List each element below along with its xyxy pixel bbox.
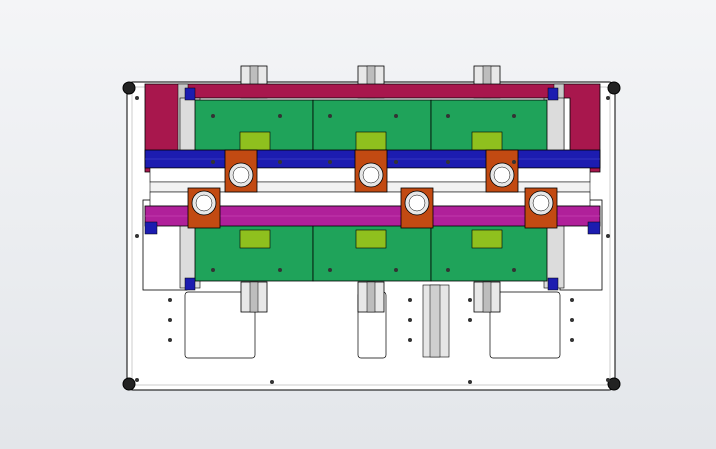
screw-hole <box>394 114 398 118</box>
screw-hole <box>570 338 574 342</box>
upper-sensor-blocks <box>239 131 503 155</box>
corner-feet <box>122 81 621 391</box>
screw-hole <box>408 318 412 322</box>
screw-hole <box>135 96 139 100</box>
screw-hole <box>408 338 412 342</box>
screw-hole <box>606 234 610 238</box>
screw-hole <box>606 96 610 100</box>
upper-clamp-blocks[interactable] <box>224 149 519 193</box>
screw-hole <box>512 114 516 118</box>
screw-hole <box>211 268 215 272</box>
screw-hole <box>328 114 332 118</box>
upper-clamp-left <box>224 149 258 193</box>
screw-hole <box>512 268 516 272</box>
screw-hole <box>168 318 172 322</box>
end-cap-blocks <box>144 87 601 291</box>
screw-hole <box>211 114 215 118</box>
screw-hole <box>270 380 274 384</box>
screw-hole <box>168 338 172 342</box>
screw-hole <box>512 160 516 164</box>
screw-hole <box>394 160 398 164</box>
upper-clamp-right <box>485 149 519 193</box>
lower-clamp-right <box>524 187 558 229</box>
lower-clamp-left <box>187 187 221 229</box>
screw-hole <box>570 298 574 302</box>
bottom-slide-rails <box>240 281 501 313</box>
screw-hole <box>394 268 398 272</box>
screw-hole <box>328 268 332 272</box>
screw-hole <box>570 318 574 322</box>
screw-holes <box>135 96 610 384</box>
screw-hole <box>408 298 412 302</box>
screw-hole <box>278 114 282 118</box>
foot-top-left <box>122 81 136 95</box>
screw-hole <box>278 160 282 164</box>
lower-sensor-blocks <box>239 229 503 249</box>
screw-hole <box>135 378 139 382</box>
screw-hole <box>468 380 472 384</box>
lower-clamp-blocks[interactable] <box>187 187 558 229</box>
upper-clamp-middle <box>354 149 388 193</box>
screw-hole <box>135 234 139 238</box>
screw-hole <box>446 114 450 118</box>
screw-hole <box>606 378 610 382</box>
screw-hole <box>328 160 332 164</box>
screw-hole <box>446 160 450 164</box>
lower-clamp-middle <box>400 187 434 229</box>
screw-hole <box>168 298 172 302</box>
screw-hole <box>446 268 450 272</box>
screw-hole <box>211 160 215 164</box>
screw-hole <box>468 298 472 302</box>
foot-top-right <box>607 81 621 95</box>
screw-hole <box>468 318 472 322</box>
lower-magenta-beam[interactable] <box>144 205 601 227</box>
foot-bottom-right <box>607 377 621 391</box>
screw-hole <box>278 268 282 272</box>
foot-bottom-left <box>122 377 136 391</box>
